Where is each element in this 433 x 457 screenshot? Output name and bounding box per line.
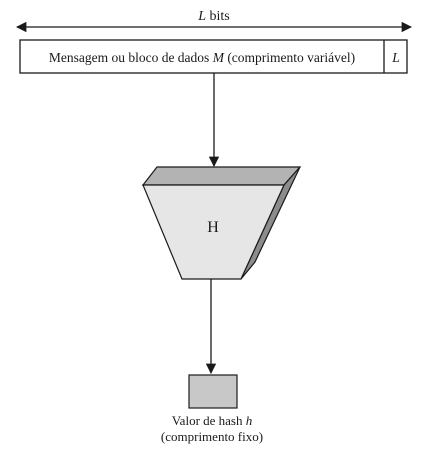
message-variable: M [212,50,225,65]
hash-value-box [188,374,238,409]
message-text-after: (comprimento variável) [224,50,355,65]
hash-function-top-face [141,166,302,186]
hash-function-block: H [141,166,302,280]
hash-function-front-face [142,184,285,280]
hash-value-length-note: (comprimento fixo) [161,429,263,444]
message-text-before: Mensagem ou bloco de dados [49,50,213,65]
length-variable: L [197,9,206,24]
length-dimension-label: L bits [197,9,230,24]
message-block-label: Mensagem ou bloco de dados M (compriment… [49,50,355,65]
length-unit: bits [206,9,230,24]
hash-function-label: H [207,219,219,236]
length-field-label: L [391,50,400,65]
hash-value-label: Valor de hash h [172,413,253,428]
hash-value-variable: h [246,413,253,428]
hash-value-text: Valor de hash [172,413,246,428]
